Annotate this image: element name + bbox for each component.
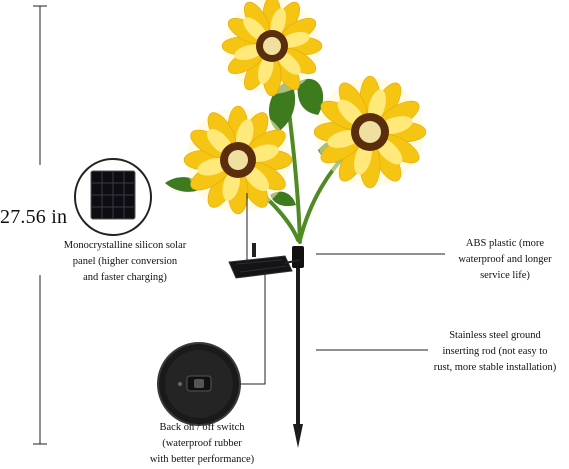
- label-line: and faster charging): [83, 272, 167, 283]
- switch-detail: [157, 342, 241, 426]
- label-line: ABS plastic (more: [465, 238, 545, 249]
- label-line: service life): [480, 270, 530, 281]
- sunflower-right: [313, 75, 427, 189]
- label-line: rust, more stable installation): [433, 362, 557, 373]
- solar-panel-label: Monocrystalline silicon solar panel (hig…: [50, 238, 200, 286]
- height-dimension: [33, 5, 47, 445]
- label-line: with better performance): [149, 454, 255, 465]
- abs-plastic-label: ABS plastic (more waterproof and longer …: [440, 236, 569, 284]
- ground-rod: [293, 256, 303, 448]
- height-label: 27.56 in: [0, 206, 68, 228]
- label-line: inserting rod (not easy to: [442, 346, 548, 357]
- sunflower-left: [183, 105, 293, 215]
- solar-panel-small: [228, 243, 301, 279]
- label-line: panel (higher conversion: [72, 256, 178, 267]
- label-line: Monocrystalline silicon solar: [63, 240, 187, 251]
- switch-label: Back on / off switch (waterproof rubber …: [132, 420, 272, 468]
- solar-panel-detail: [74, 158, 152, 236]
- switch-callout-line: [241, 272, 266, 385]
- leaf: [297, 78, 324, 115]
- label-line: Back on / off switch: [159, 422, 245, 433]
- label-line: waterproof and longer: [458, 254, 552, 265]
- leaf: [270, 191, 296, 207]
- ground-rod-label: Stainless steel ground inserting rod (no…: [420, 328, 569, 376]
- abs-collar: [292, 246, 304, 268]
- sunflower-top: [221, 0, 323, 97]
- callout-lines: [241, 193, 445, 385]
- label-line: Stainless steel ground: [449, 330, 541, 341]
- label-line: (waterproof rubber: [162, 438, 242, 449]
